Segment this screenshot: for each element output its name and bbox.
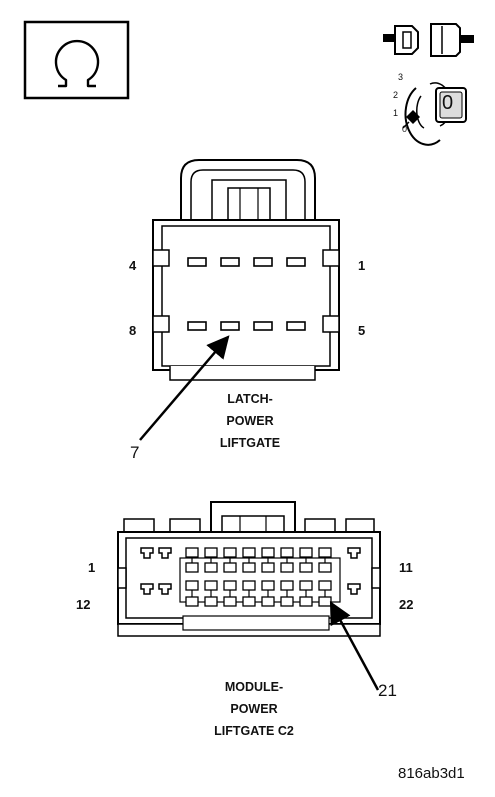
- callout-arrow-21: [329, 601, 380, 691]
- ignition-position-label: 0: [402, 124, 408, 134]
- caption-line: LIFTGATE C2: [214, 724, 294, 738]
- connector-disconnect-icon: [383, 23, 474, 57]
- module-connector: [117, 501, 381, 637]
- ignition-position-label: 1: [393, 108, 399, 118]
- callout-label-7: 7: [130, 443, 140, 462]
- ignition-position-label: 3: [398, 72, 404, 82]
- callout-label-21: 21: [378, 681, 397, 700]
- caption-line: LIFTGATE: [219, 436, 281, 450]
- pin-label-top-left: 4: [129, 258, 137, 273]
- caption-line: POWER: [230, 702, 278, 716]
- figure-id: 816ab3d1: [398, 765, 465, 782]
- pin-label-bottom-left: 8: [129, 323, 137, 338]
- callout-arrow-7: [139, 335, 230, 441]
- ignition-position-label: 2: [393, 90, 399, 100]
- pin-label-top-right: 1: [358, 258, 366, 273]
- module-connector-caption: MODULE- POWER LIFTGATE C2: [192, 676, 316, 742]
- caption-line: POWER: [226, 414, 274, 428]
- caption-line: MODULE-: [224, 680, 284, 694]
- pin-label-bottom-right: 22: [399, 597, 414, 612]
- caption-line: LATCH-: [227, 392, 273, 406]
- ignition-key-off-icon: [402, 82, 467, 146]
- ohm-symbol-icon: [23, 20, 130, 100]
- pin-label-bottom-right: 5: [358, 323, 366, 338]
- pin-label-top-left: 1: [88, 560, 96, 575]
- pin-label-top-right: 11: [399, 560, 413, 575]
- latch-connector: [152, 159, 340, 381]
- latch-connector-caption: LATCH- POWER LIFTGATE: [190, 388, 310, 454]
- pin-label-bottom-left: 12: [76, 597, 91, 612]
- ignition-key-label: 0: [442, 92, 454, 114]
